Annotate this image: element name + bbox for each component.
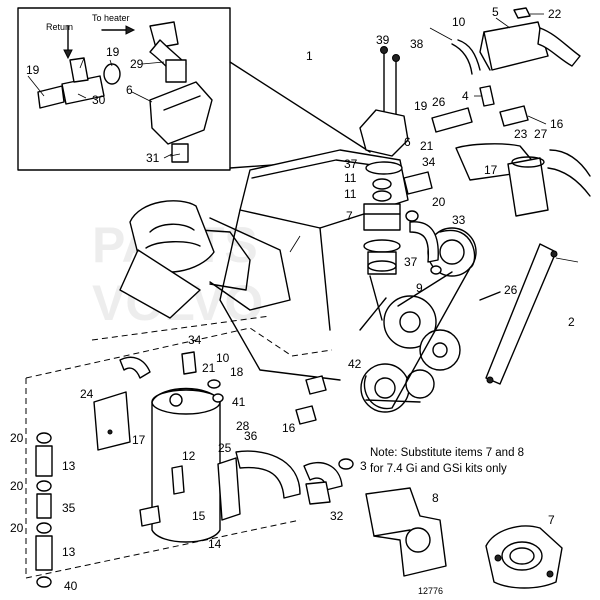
drawing-number: 12776 <box>418 586 443 596</box>
callout-34: 34 <box>422 155 436 169</box>
callout-13-b: 13 <box>62 545 76 559</box>
callout-39: 39 <box>376 33 390 47</box>
callout-40: 40 <box>64 579 78 593</box>
coolant-reservoir <box>431 7 591 217</box>
callout-19-inset-right: 19 <box>106 45 120 59</box>
callout-7: 7 <box>346 209 353 223</box>
callout-28: 28 <box>236 419 250 433</box>
callout-16: 16 <box>550 117 564 131</box>
left-hose-column <box>35 432 53 588</box>
callout-labels: 1 2 3 4 5 6 6 7 7 8 9 10 10 11 11 12 13 … <box>10 5 575 593</box>
callout-3: 3 <box>360 459 367 473</box>
callout-17-lower: 17 <box>132 433 146 447</box>
callout-24: 24 <box>80 387 94 401</box>
water-heater <box>93 351 354 543</box>
callout-16-lower: 16 <box>282 421 296 435</box>
callout-37-b: 37 <box>404 255 418 269</box>
callout-29: 29 <box>130 57 144 71</box>
callout-31: 31 <box>146 151 160 165</box>
callout-15: 15 <box>192 509 206 523</box>
callout-17: 17 <box>484 163 498 177</box>
callout-2: 2 <box>568 315 575 329</box>
callout-22: 22 <box>548 7 562 21</box>
callout-21: 21 <box>420 139 434 153</box>
callout-10: 10 <box>452 15 466 29</box>
callout-26-right: 26 <box>504 283 518 297</box>
heater-piping-dashed <box>25 315 333 579</box>
callout-34-heater: 34 <box>188 333 202 347</box>
callout-37-a: 37 <box>344 157 358 171</box>
callout-20: 20 <box>432 195 446 209</box>
callout-19: 19 <box>414 99 428 113</box>
note-line-2: for 7.4 Gi and GSi kits only <box>370 463 507 475</box>
part-8-detail <box>365 487 447 577</box>
callout-8-detail: 8 <box>432 491 439 505</box>
callout-21-heater: 21 <box>202 361 216 375</box>
callout-19-inset-left: 19 <box>26 63 40 77</box>
callout-27: 27 <box>534 127 548 141</box>
callout-20-c: 20 <box>10 521 24 535</box>
thermostat-housing-stack <box>359 46 442 321</box>
to-heater-label: To heater <box>92 13 130 23</box>
callout-6: 6 <box>404 135 411 149</box>
callout-14: 14 <box>208 537 222 551</box>
callout-18: 18 <box>230 365 244 379</box>
leader-lines <box>27 13 547 253</box>
callout-10-heater: 10 <box>216 351 230 365</box>
inset-detail: Return To heater <box>17 7 371 171</box>
callout-23: 23 <box>514 127 528 141</box>
callout-35: 35 <box>62 501 76 515</box>
callout-42: 42 <box>348 357 362 371</box>
callout-12: 12 <box>182 449 196 463</box>
callout-11-b: 11 <box>344 187 357 201</box>
callout-25: 25 <box>218 441 232 455</box>
callout-41: 41 <box>232 395 246 409</box>
callout-1: 1 <box>306 49 313 63</box>
callout-7-detail: 7 <box>548 513 555 527</box>
callout-32: 32 <box>330 509 344 523</box>
callout-11-a: 11 <box>344 171 357 185</box>
callout-4: 4 <box>462 89 469 103</box>
callout-6-inset: 6 <box>126 83 133 97</box>
return-label: Return <box>46 22 73 32</box>
callout-33: 33 <box>452 213 466 227</box>
part-7-detail <box>485 525 563 589</box>
callout-13-a: 13 <box>62 459 76 473</box>
note-line-1: Note: Substitute items 7 and 8 <box>370 447 524 459</box>
callout-30: 30 <box>92 93 106 107</box>
callout-38: 38 <box>410 37 424 51</box>
callout-5: 5 <box>492 5 499 19</box>
callout-36: 36 <box>244 429 258 443</box>
callout-9: 9 <box>416 281 423 295</box>
callout-20-b: 20 <box>10 479 24 493</box>
callout-26: 26 <box>432 95 446 109</box>
callout-20-a: 20 <box>10 431 24 445</box>
